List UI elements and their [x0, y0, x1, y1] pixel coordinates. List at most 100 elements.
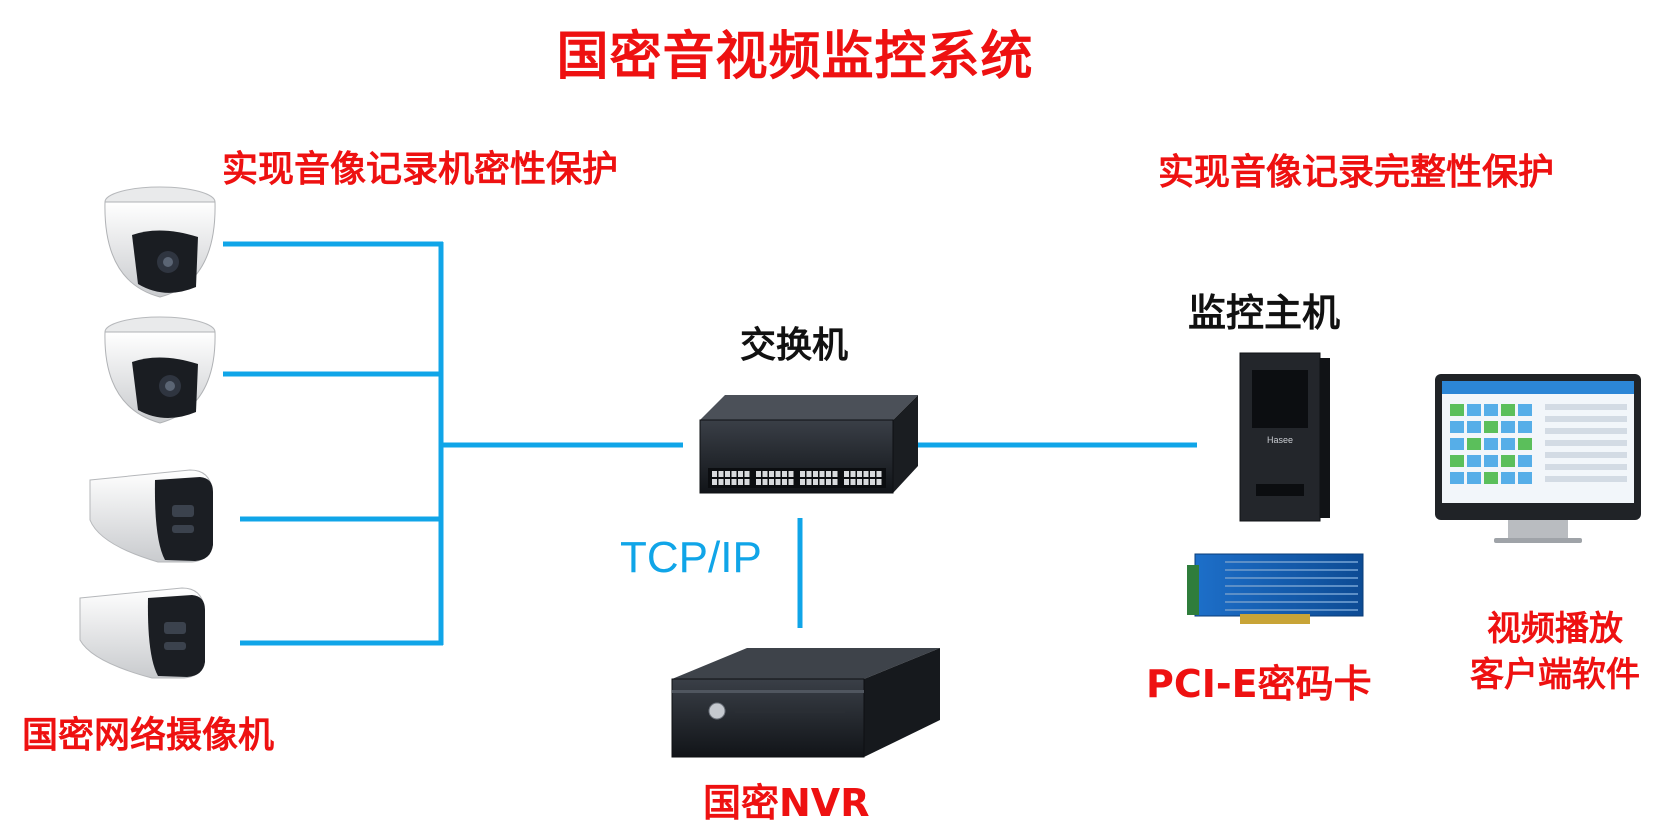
switch-port: [832, 471, 838, 477]
switch-port: [857, 479, 862, 485]
screen-tile: [1450, 404, 1464, 416]
switch-port: [844, 479, 849, 485]
switch-port: [775, 471, 781, 477]
diagram-title: 国密音视频监控系统: [556, 27, 1034, 87]
player-label-line1: 视频播放: [1487, 609, 1623, 649]
switch-port: [738, 471, 743, 477]
nvr-recorder: [671, 648, 940, 758]
dome-camera-2: [104, 316, 216, 424]
switch-port: [769, 479, 774, 485]
switch-port: [712, 471, 717, 477]
screen-list-row: [1545, 404, 1627, 410]
screen-tile: [1484, 438, 1498, 450]
switch-port: [876, 479, 882, 485]
switch-port: [844, 471, 849, 477]
switch-port: [718, 471, 724, 477]
switch-port: [813, 479, 818, 485]
screen-list-row: [1545, 440, 1627, 446]
switch-port: [725, 479, 730, 485]
monitoring-host: Hasee: [1239, 352, 1330, 522]
switch-port: [870, 471, 875, 477]
switch-port: [806, 471, 812, 477]
screen-tile: [1501, 404, 1515, 416]
switch-port: [775, 479, 781, 485]
integrity-caption: 实现音像记录完整性保护: [1158, 152, 1555, 193]
switch-port: [756, 471, 761, 477]
switch-port: [850, 479, 856, 485]
switch-ports: [712, 471, 882, 485]
screen-tile: [1518, 455, 1532, 467]
switch-port: [819, 471, 825, 477]
screen-list-row: [1545, 416, 1627, 422]
protocol-label: TCP/IP: [620, 533, 762, 582]
camera-label: 国密网络摄像机: [22, 715, 275, 756]
host-label: 监控主机: [1188, 291, 1341, 335]
switch-port: [850, 471, 856, 477]
switch-port: [819, 479, 825, 485]
screen-tile: [1450, 438, 1464, 450]
player-label-line2: 客户端软件: [1470, 655, 1640, 695]
switch-port: [725, 471, 730, 477]
switch-port: [870, 479, 875, 485]
screen-tile: [1450, 455, 1464, 467]
switch-port: [762, 479, 768, 485]
switch-port: [738, 479, 743, 485]
screen-list-row: [1545, 428, 1627, 434]
switch-port: [744, 479, 750, 485]
client-monitor: [1435, 374, 1641, 543]
screen-list-row: [1545, 476, 1627, 482]
switch-port: [813, 471, 818, 477]
screen-tile: [1467, 455, 1481, 467]
switch-label: 交换机: [740, 325, 849, 366]
switch-port: [857, 471, 862, 477]
switch-port: [782, 479, 787, 485]
screen-tile: [1467, 404, 1481, 416]
screen-tile: [1518, 404, 1532, 416]
switch-port: [718, 479, 724, 485]
switch-port: [876, 471, 882, 477]
screen-tile: [1501, 438, 1515, 450]
switch-port: [731, 471, 737, 477]
switch-port: [782, 471, 787, 477]
switch-port: [744, 471, 750, 477]
screen-tile: [1484, 472, 1498, 484]
screen-tile: [1467, 438, 1481, 450]
client-software-screen: [1450, 404, 1627, 484]
screen-tile: [1501, 421, 1515, 433]
switch-port: [863, 471, 869, 477]
switch-port: [800, 479, 805, 485]
switch-port: [826, 479, 831, 485]
dome-camera-1: [104, 186, 216, 298]
screen-tile: [1501, 455, 1515, 467]
switch-port: [788, 479, 794, 485]
bullet-camera-2: [79, 587, 205, 679]
switch-port: [806, 479, 812, 485]
switch-port: [832, 479, 838, 485]
screen-tile: [1501, 472, 1515, 484]
confidentiality-caption: 实现音像记录机密性保护: [222, 149, 619, 190]
bullet-camera-1: [89, 469, 213, 563]
screen-tile: [1450, 421, 1464, 433]
card-heatsink-fins: [1225, 561, 1358, 611]
screen-tile: [1467, 421, 1481, 433]
screen-tile: [1518, 421, 1532, 433]
switch-port: [712, 479, 717, 485]
switch-port: [762, 471, 768, 477]
switch-port: [826, 471, 831, 477]
switch-port: [863, 479, 869, 485]
screen-tile: [1467, 472, 1481, 484]
switch-port: [769, 471, 774, 477]
screen-tile: [1450, 472, 1464, 484]
screen-list-row: [1545, 452, 1627, 458]
screen-tile: [1518, 438, 1532, 450]
screen-tile: [1518, 472, 1532, 484]
screen-tile: [1484, 455, 1498, 467]
screen-list-row: [1545, 464, 1627, 470]
switch-port: [788, 471, 794, 477]
nvr-label: 国密NVR: [703, 781, 870, 825]
switch-port: [756, 479, 761, 485]
host-brand-text: Hasee: [1267, 435, 1293, 445]
network-switch: [699, 395, 918, 494]
screen-tile: [1484, 404, 1498, 416]
